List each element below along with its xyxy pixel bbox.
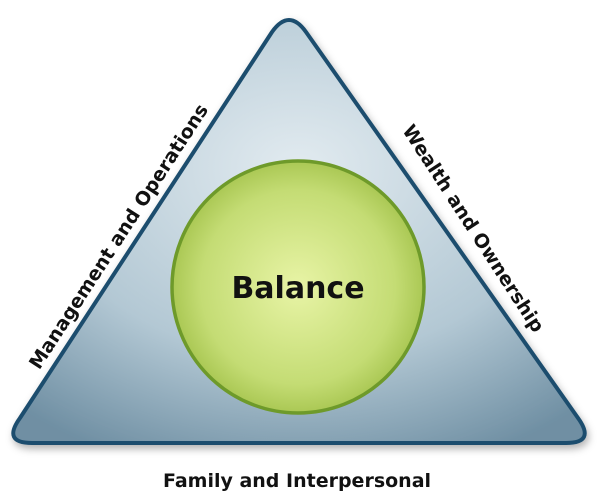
balance-circle xyxy=(170,159,426,415)
side-label-bottom: Family and Interpersonal xyxy=(163,470,431,492)
center-label: Balance xyxy=(231,271,364,306)
